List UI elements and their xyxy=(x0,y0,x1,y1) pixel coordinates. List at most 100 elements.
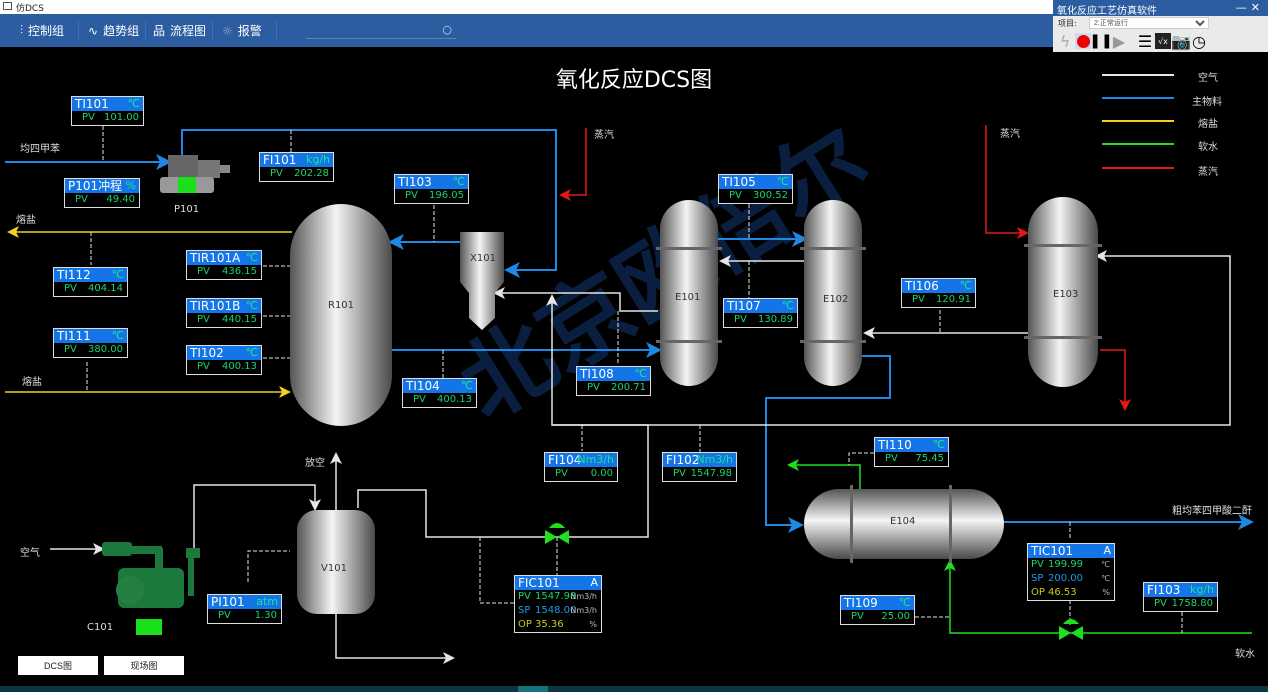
pv-value: 1758.80 xyxy=(1171,598,1213,609)
pv-label: PV xyxy=(64,283,77,294)
tag-unit: ℃ xyxy=(898,596,911,609)
window-titlebar: 仿DCS xyxy=(0,0,1268,14)
pv-label: PV xyxy=(851,611,864,622)
exchanger-e103[interactable] xyxy=(1024,197,1102,387)
field-view-button[interactable]: 现场图 xyxy=(104,656,184,675)
label-r101: R101 xyxy=(328,300,355,311)
toolbar-divider xyxy=(276,21,277,41)
simulator-control-window: 氧化反应工艺仿真软件 —✕ 项目: 2:正常运行 ϟ ❚❚ ▶ ☰ √x 📷 ◷ xyxy=(1053,0,1268,52)
legend-label-steam: 蒸汽 xyxy=(1198,167,1218,178)
control-valve-tic101[interactable] xyxy=(1059,619,1083,640)
exchanger-e101[interactable] xyxy=(656,200,722,386)
toolbar-divider xyxy=(145,21,146,41)
pv-value: 400.13 xyxy=(222,361,257,372)
indicator-ti112[interactable]: TI112 ℃ PV 404.14 xyxy=(53,267,128,297)
search-input[interactable] xyxy=(306,27,440,41)
label-e103: E103 xyxy=(1053,289,1079,300)
pv-value: 404.14 xyxy=(88,283,123,294)
vessel-v101[interactable] xyxy=(297,510,375,614)
tag-name: TI112 xyxy=(57,268,91,282)
tag-name: FI103 xyxy=(1147,583,1181,597)
stream-salt-out: 熔盐 xyxy=(16,215,36,226)
record-icon xyxy=(1076,34,1090,48)
play-icon: ▶ xyxy=(1112,31,1126,51)
tag-unit: ℃ xyxy=(634,367,647,380)
tag-name: TI106 xyxy=(905,279,939,293)
pv-value: 300.52 xyxy=(753,190,788,201)
legend-label-salt: 熔盐 xyxy=(1198,119,1218,130)
tag-unit: ℃ xyxy=(111,268,124,281)
stream-salt-in: 熔盐 xyxy=(22,377,42,388)
label-c101: C101 xyxy=(87,622,114,633)
separator-x101[interactable] xyxy=(460,232,504,330)
pv-value: 1.30 xyxy=(254,610,277,621)
dcs-view-button[interactable]: DCS图 xyxy=(18,656,98,675)
toolbar-divider xyxy=(78,21,79,41)
tag-name: TI105 xyxy=(722,175,756,189)
compressor-c101[interactable] xyxy=(102,542,200,608)
toolbar-alarm[interactable]: ☼ 报警 xyxy=(222,23,262,39)
control-valve-fic101[interactable] xyxy=(545,523,569,544)
legend-label-air: 空气 xyxy=(1198,73,1218,84)
pv-label: PV xyxy=(413,394,426,405)
tag-name: TI110 xyxy=(878,438,912,452)
pipe-v101-out xyxy=(335,612,455,664)
toolbar-flowchart[interactable]: 品 流程图 xyxy=(153,24,207,38)
alarm-icon: ☼ xyxy=(222,23,233,38)
search-icon[interactable]: ○ xyxy=(442,23,452,36)
close-button[interactable]: ✕ xyxy=(1250,1,1264,14)
camera-button[interactable]: 📷 xyxy=(1171,32,1191,51)
tag-unit: ℃ xyxy=(452,175,465,188)
tag-unit: ℃ xyxy=(245,346,258,359)
exchanger-e102[interactable] xyxy=(800,200,866,386)
tag-unit: ℃ xyxy=(781,299,794,312)
play-button[interactable]: ▶ xyxy=(1111,31,1127,51)
chart-button[interactable]: √x xyxy=(1155,33,1171,49)
pause-button[interactable]: ❚❚ xyxy=(1089,33,1112,49)
toolbar-control-group[interactable]: ⫶ 控制组 xyxy=(20,23,65,38)
disabled-flash-icon[interactable]: ϟ xyxy=(1059,31,1071,51)
tag-unit: ℃ xyxy=(111,329,124,342)
pv-value: 49.40 xyxy=(106,194,135,205)
tag-name: TI111 xyxy=(57,329,91,343)
tag-name: P101冲程 xyxy=(68,179,123,193)
menu-button[interactable]: ☰ xyxy=(1137,32,1153,51)
tag-unit: % xyxy=(125,179,136,192)
cooler-e104[interactable] xyxy=(804,485,1004,563)
app-icon xyxy=(3,2,12,10)
pv-label: PV xyxy=(885,453,898,464)
taskbar-active-app[interactable] xyxy=(518,686,548,692)
minimize-button[interactable]: — xyxy=(1235,1,1251,14)
label-v101: V101 xyxy=(321,563,347,574)
record-button[interactable] xyxy=(1075,33,1091,49)
project-select[interactable]: 2:正常运行 xyxy=(1089,17,1209,29)
c101-status-indicator xyxy=(136,619,162,635)
flowchart-icon: 品 xyxy=(153,24,166,38)
reactor-r101[interactable] xyxy=(290,204,392,426)
clock-button[interactable]: ◷ xyxy=(1191,32,1207,51)
pv-value: 440.15 xyxy=(222,314,257,325)
toolbar-trend-group[interactable]: ∿ 趋势组 xyxy=(88,23,140,39)
pump-p101[interactable] xyxy=(160,155,230,193)
